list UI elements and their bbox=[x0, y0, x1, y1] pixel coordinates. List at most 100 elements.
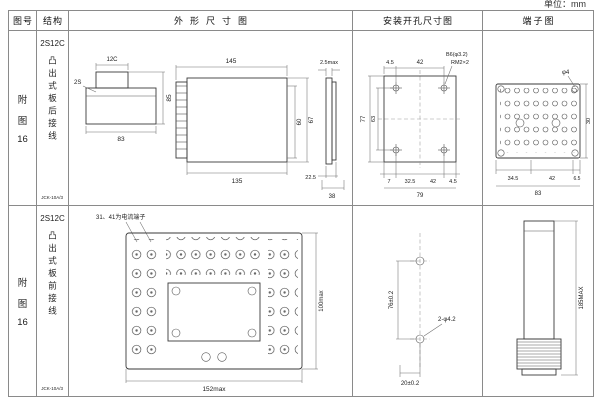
row2-outline-cell: 31、41为电流端子 152max 100max bbox=[69, 206, 353, 396]
dim-83: 83 bbox=[85, 126, 156, 143]
dim-label: 77 bbox=[361, 115, 367, 122]
dim-label: 38 bbox=[328, 194, 335, 200]
dim-60: 60 bbox=[286, 85, 303, 159]
type-code: JCK-10A/3 bbox=[41, 195, 64, 201]
structure-desc: 凸出式板前接线 bbox=[47, 231, 58, 319]
dim-label: 100max bbox=[319, 290, 325, 311]
leader-line bbox=[444, 65, 452, 85]
type-code: JCK-10A/3 bbox=[41, 386, 64, 392]
row1-fig-no: 附 图 16 bbox=[9, 31, 37, 206]
hole-spec-note: B6(φ3.2) bbox=[446, 52, 468, 58]
row2-outline-drawing: 31、41为电流端子 152max 100max bbox=[96, 213, 325, 393]
dim-label: 2.5max bbox=[319, 60, 337, 66]
leader-line bbox=[82, 85, 96, 93]
dim-label: 12C bbox=[106, 57, 118, 63]
screw-spec-note: RM2×2 bbox=[451, 60, 469, 66]
dim-label: 79 bbox=[416, 193, 423, 199]
hole-spec-note: 2-φ4.2 bbox=[438, 317, 456, 323]
dim-label: 20±0.2 bbox=[400, 381, 419, 387]
current-terminal-note: 31、41为电流端子 bbox=[96, 213, 145, 221]
dim-label: 7 bbox=[387, 179, 390, 185]
row2-mounting-drawing: 76±0.2 2-φ4.2 20±0.2 bbox=[389, 233, 456, 387]
dim-label: 83 bbox=[535, 191, 542, 197]
dim-145: 145 bbox=[175, 58, 287, 80]
row1-mounting-cell: 4.5 42 B6(φ3.2) RM2×2 77 63 7 32.5 42 bbox=[353, 31, 483, 206]
relay-top-view bbox=[85, 71, 156, 125]
dim-100max: 100max bbox=[301, 232, 325, 370]
dim-label: 152max bbox=[202, 386, 226, 393]
right-terminal-grid bbox=[267, 239, 298, 357]
structure-desc: 凸出式板后接线 bbox=[47, 56, 58, 144]
fig-number: 16 bbox=[17, 316, 28, 328]
dim-label: 85 bbox=[166, 94, 173, 102]
row2-structure: 2S12C 凸出式板前接线 JCK-10A/3 bbox=[37, 206, 69, 396]
row1-terminal-drawing: φ4 30 34.5 42 6.5 83 bbox=[495, 70, 592, 197]
unit-note: 单位：mm bbox=[544, 0, 586, 9]
top-terminal-grid bbox=[165, 237, 262, 275]
fig-char: 图 bbox=[17, 298, 28, 310]
row1-terminal-cell: φ4 30 34.5 42 6.5 83 bbox=[483, 31, 593, 206]
dim-12c: 12C bbox=[95, 57, 128, 70]
dim-label: 6.5 bbox=[574, 176, 581, 182]
dim-label: 135 bbox=[231, 178, 242, 185]
relay-side-profile bbox=[516, 220, 562, 376]
relay-end-view bbox=[325, 77, 336, 165]
dim-label: 145 bbox=[225, 58, 236, 65]
dim-left: 77 63 bbox=[361, 75, 392, 163]
leader-line bbox=[125, 221, 137, 243]
dim-67: 67 bbox=[286, 77, 315, 163]
leader-line bbox=[139, 221, 151, 243]
dim-label: 83 bbox=[117, 136, 125, 143]
spec-table: 图号 结构 外形尺寸图 安装开孔尺寸图 端子图 附 图 16 2S12C 凸出式… bbox=[8, 10, 594, 397]
fig-char: 附 bbox=[17, 277, 28, 289]
fig-char: 图 bbox=[17, 115, 28, 127]
dim-85: 85 bbox=[127, 71, 173, 125]
dim-label: 185MAX bbox=[579, 286, 585, 309]
header-terminal-diagram: 端子图 bbox=[483, 11, 593, 31]
dim-label: 42 bbox=[549, 176, 555, 182]
dim-label: 63 bbox=[371, 116, 377, 122]
dim-label: 4.5 bbox=[386, 60, 394, 66]
terminal-block-outline bbox=[495, 83, 581, 159]
header-mounting-dims: 安装开孔尺寸图 bbox=[353, 11, 483, 31]
dim-label: 67 bbox=[309, 116, 315, 123]
dim-76: 76±0.2 bbox=[389, 260, 416, 340]
dim-label-phi4: φ4 bbox=[562, 70, 570, 76]
dim-20: 20±0.2 bbox=[399, 343, 420, 387]
row2-mounting-cell: 76±0.2 2-φ4.2 20±0.2 bbox=[353, 206, 483, 396]
dim-185max: 185MAX bbox=[554, 220, 585, 376]
model-label: 2S12C bbox=[40, 39, 65, 48]
dim-label-2s: 2S bbox=[74, 80, 81, 86]
row2-terminal-drawing: 185MAX bbox=[516, 220, 585, 376]
relay-side-view bbox=[175, 77, 287, 163]
terminal-hole-grid bbox=[500, 88, 577, 153]
dim-135: 135 bbox=[186, 162, 287, 185]
leader-line bbox=[423, 323, 442, 337]
dim-bottom: 7 32.5 42 4.5 79 bbox=[379, 154, 460, 199]
left-terminal-grid bbox=[129, 239, 160, 357]
center-cover bbox=[167, 282, 260, 342]
relay-front-outline bbox=[125, 232, 302, 370]
dim-label: 34.5 bbox=[508, 176, 519, 182]
dim-152max: 152max bbox=[125, 369, 302, 393]
header-outline-dims: 外形尺寸图 bbox=[69, 11, 353, 31]
row1-outline-cell: 12C 2S 83 85 bbox=[69, 31, 353, 206]
dim-top: 4.5 42 bbox=[383, 60, 444, 82]
dim-label: 76±0.2 bbox=[389, 290, 395, 309]
dim-label: 30 bbox=[586, 118, 592, 124]
row1-structure: 2S12C 凸出式板后接线 JCK-10A/3 bbox=[37, 31, 69, 206]
dim-2-5max: 2.5max bbox=[317, 60, 340, 76]
dim-38: 38 bbox=[321, 180, 344, 200]
dim-right: 30 bbox=[580, 83, 592, 159]
dim-label: 22.5 bbox=[305, 175, 316, 181]
dim-label: 4.5 bbox=[449, 179, 457, 185]
dim-label: 42 bbox=[416, 60, 423, 66]
row2-terminal-cell: 185MAX bbox=[483, 206, 593, 396]
dim-label: 32.5 bbox=[404, 179, 415, 185]
row2-fig-no: 附 图 16 bbox=[9, 206, 37, 396]
header-structure: 结构 bbox=[37, 11, 69, 31]
fig-char: 附 bbox=[17, 94, 28, 106]
dim-22-5: 22.5 bbox=[305, 162, 338, 181]
leader-line bbox=[567, 75, 576, 88]
dim-bottom: 34.5 42 6.5 83 bbox=[495, 160, 581, 197]
